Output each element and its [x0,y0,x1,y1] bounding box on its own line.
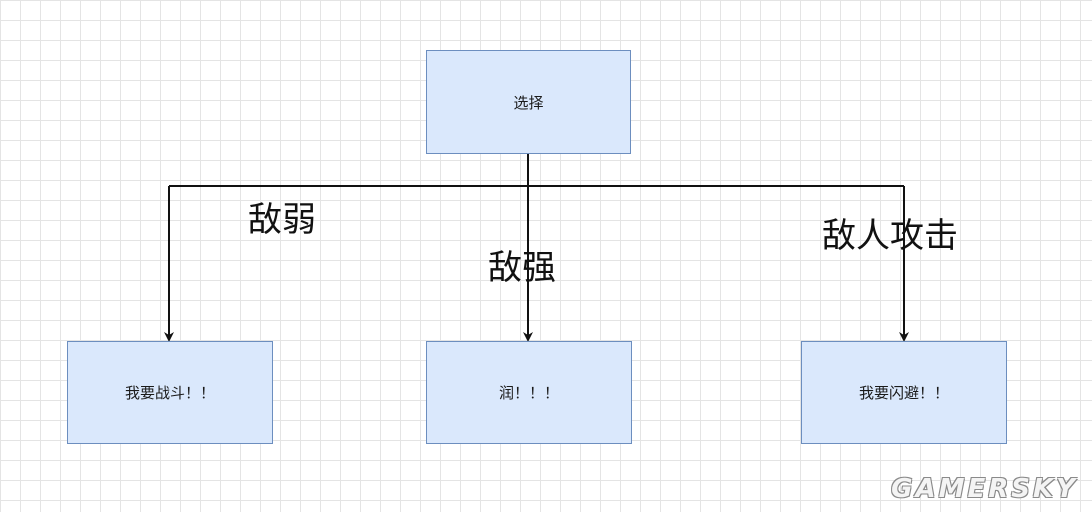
root-node-label: 选择 [513,93,544,112]
edge-label-weak-enemy: 敌弱 [248,200,316,240]
root-node[interactable]: 选择 [426,50,631,154]
target-node-fight[interactable]: 我要战斗！！ [67,341,273,444]
edge-label-strong-enemy: 敌强 [488,248,556,288]
target-node-run-label: 润！！！ [498,384,559,402]
target-node-fight-label: 我要战斗！！ [124,384,215,402]
target-node-run[interactable]: 润！！！ [426,341,632,444]
target-node-dodge-label: 我要闪避！！ [858,384,949,402]
target-node-dodge[interactable]: 我要闪避！！ [801,341,1007,444]
edge-label-enemy-attack: 敌人攻击 [822,216,958,256]
gamersky-watermark: GAMERSKY [891,474,1078,504]
